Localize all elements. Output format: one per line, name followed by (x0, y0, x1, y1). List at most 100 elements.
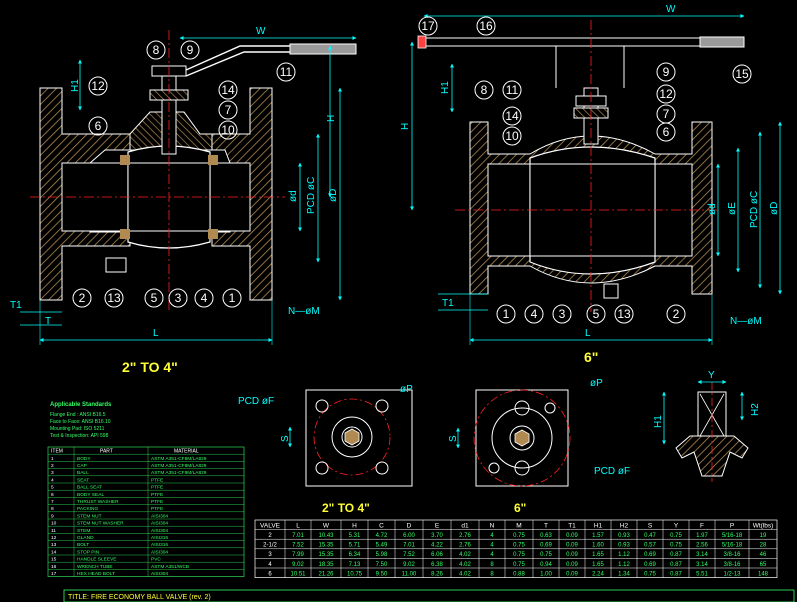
dim-table-cell: 6 (268, 571, 272, 577)
svg-text:7: 7 (663, 107, 670, 121)
parts-table-cell: AISI304 (151, 513, 168, 519)
dim-header-cell: S (648, 522, 653, 529)
dim-table-cell: 5/16-18 (722, 533, 743, 539)
dim-header-cell: H (352, 522, 357, 529)
balloon-right-14: 3 (552, 304, 572, 324)
parts-table-cell: PTFE (151, 477, 163, 483)
svg-text:16: 16 (479, 19, 493, 33)
parts-table-cell: AISI304 (151, 549, 168, 555)
dim-table-cell: 0.75 (644, 571, 656, 577)
dim-table-cell: 9.02 (292, 562, 304, 568)
dim-table-cell: 9.02 (403, 562, 415, 568)
parts-table-cell: THRUST WASHER (77, 499, 119, 505)
dim-table-cell: 1.00 (540, 571, 552, 577)
dim-table-cell: 4.02 (459, 552, 471, 558)
dim-y: Y (708, 370, 715, 381)
standards-line-3: Mounting Pad: ISO 5211 (50, 426, 105, 432)
balloon-left-13: 4 (194, 288, 214, 308)
dim-l-left: L (153, 328, 159, 339)
parts-header-cell: ITEM (51, 449, 63, 455)
parts-table-cell: 1 (51, 456, 54, 462)
balloon-right-17: 2 (666, 304, 686, 324)
flange-small-caption: 2" TO 4" (322, 501, 370, 515)
dim-table-cell: 4.02 (459, 571, 471, 577)
dim-table-cell: 0.93 (618, 533, 630, 539)
svg-text:12: 12 (659, 87, 673, 101)
balloon-left-3: 11 (276, 62, 296, 82)
svg-text:10: 10 (505, 129, 519, 143)
parts-table-cell: 10 (51, 521, 57, 527)
svg-text:3: 3 (175, 291, 182, 305)
dim-header-cell: T1 (568, 522, 576, 529)
svg-text:5: 5 (151, 291, 158, 305)
parts-table-cell: CAP (77, 463, 87, 469)
dim-t1-left: T1 (10, 300, 22, 311)
parts-table-cell: SEAT (77, 477, 89, 483)
balloon-left-12: 3 (168, 288, 188, 308)
dim-table-cell: 19 (760, 533, 767, 539)
parts-table-cell: 6 (51, 492, 54, 498)
dim-table-cell: 5.49 (376, 543, 388, 549)
dim-table-cell: 0.87 (670, 552, 682, 558)
dim-table-cell: 5.71 (349, 543, 361, 549)
dim-h-left: H (326, 115, 337, 122)
standards-line-1: Flange End : ANSI B16.5 (50, 412, 106, 418)
parts-table-cell: 15 (51, 557, 57, 563)
svg-text:8: 8 (481, 83, 488, 97)
dim-n-om-right: N—øM (730, 316, 762, 327)
dim-table-cell: 3.14 (696, 552, 708, 558)
svg-text:3: 3 (559, 307, 566, 321)
balloon-right-10: 10 (502, 126, 522, 146)
balloon-left-10: 13 (104, 288, 124, 308)
left-section-view (20, 30, 357, 345)
dim-table-cell: 6.06 (431, 552, 443, 558)
svg-text:15: 15 (735, 67, 749, 81)
drawing-title: TITLE: FIRE ECONOMY BALL VALVE (rev. 2) (68, 594, 211, 601)
parts-table-cell: 7 (51, 499, 54, 505)
dim-table-cell: 0.63 (540, 533, 552, 539)
dim-table-cell: 7.99 (292, 552, 304, 558)
dim-pcd-f-small: PCD øF (238, 396, 274, 407)
parts-table-cell: HEX HEAD BOLT (77, 571, 115, 577)
stem-detail-labels: Y H1 H2 (653, 370, 761, 428)
dim-l-right: L (585, 328, 591, 339)
dim-table-cell: 0.09 (566, 571, 578, 577)
dim-table-cell: 2.76 (459, 543, 471, 549)
svg-text:5: 5 (593, 307, 600, 321)
balloon-right-15: 5 (586, 304, 606, 324)
left-view-labels: W H H1 L T T1 ød PCD øC øD N—øM (10, 26, 339, 339)
svg-text:13: 13 (107, 291, 121, 305)
dim-table-cell: 3.70 (431, 533, 443, 539)
dim-table-cell: 21.26 (318, 571, 334, 577)
balloon-right-16: 13 (614, 304, 634, 324)
dim-table-cell: 1.12 (618, 552, 630, 558)
parts-table-cell: 3 (51, 470, 54, 476)
dim-table-cell: 15.35 (318, 543, 334, 549)
parts-table-cell: 12 (51, 535, 57, 541)
dim-table-cell: 0.69 (644, 552, 656, 558)
dim-table-cell: 65 (760, 562, 767, 568)
dim-header-cell: H2 (620, 522, 629, 529)
balloon-right-3: 15 (732, 64, 752, 84)
dim-table-cell: 4.02 (459, 562, 471, 568)
parts-table-cell: PACKING (77, 506, 99, 512)
dim-table-cell: 1.57 (592, 533, 604, 539)
svg-text:10: 10 (221, 123, 235, 137)
balloon-right-6: 11 (502, 80, 522, 100)
dim-table-cell: 46 (760, 552, 767, 558)
dim-table-cell: 7.13 (349, 562, 361, 568)
parts-table-cell: AISI304 (151, 571, 168, 577)
parts-table-cell: 9 (51, 513, 54, 519)
svg-text:2: 2 (79, 291, 86, 305)
dim-table-cell: 3/8-16 (723, 562, 741, 568)
balloon-left-5: 14 (218, 80, 238, 100)
dim-w-right: W (666, 4, 676, 15)
dim-table-cell: 0.69 (540, 543, 552, 549)
svg-text:12: 12 (91, 79, 105, 93)
flange-view-large (456, 389, 571, 487)
flange-small-labels: PCD øF øP S (238, 384, 413, 442)
dim-table-cell: 0.75 (670, 533, 682, 539)
dim-table-cell: 3 (268, 552, 272, 558)
